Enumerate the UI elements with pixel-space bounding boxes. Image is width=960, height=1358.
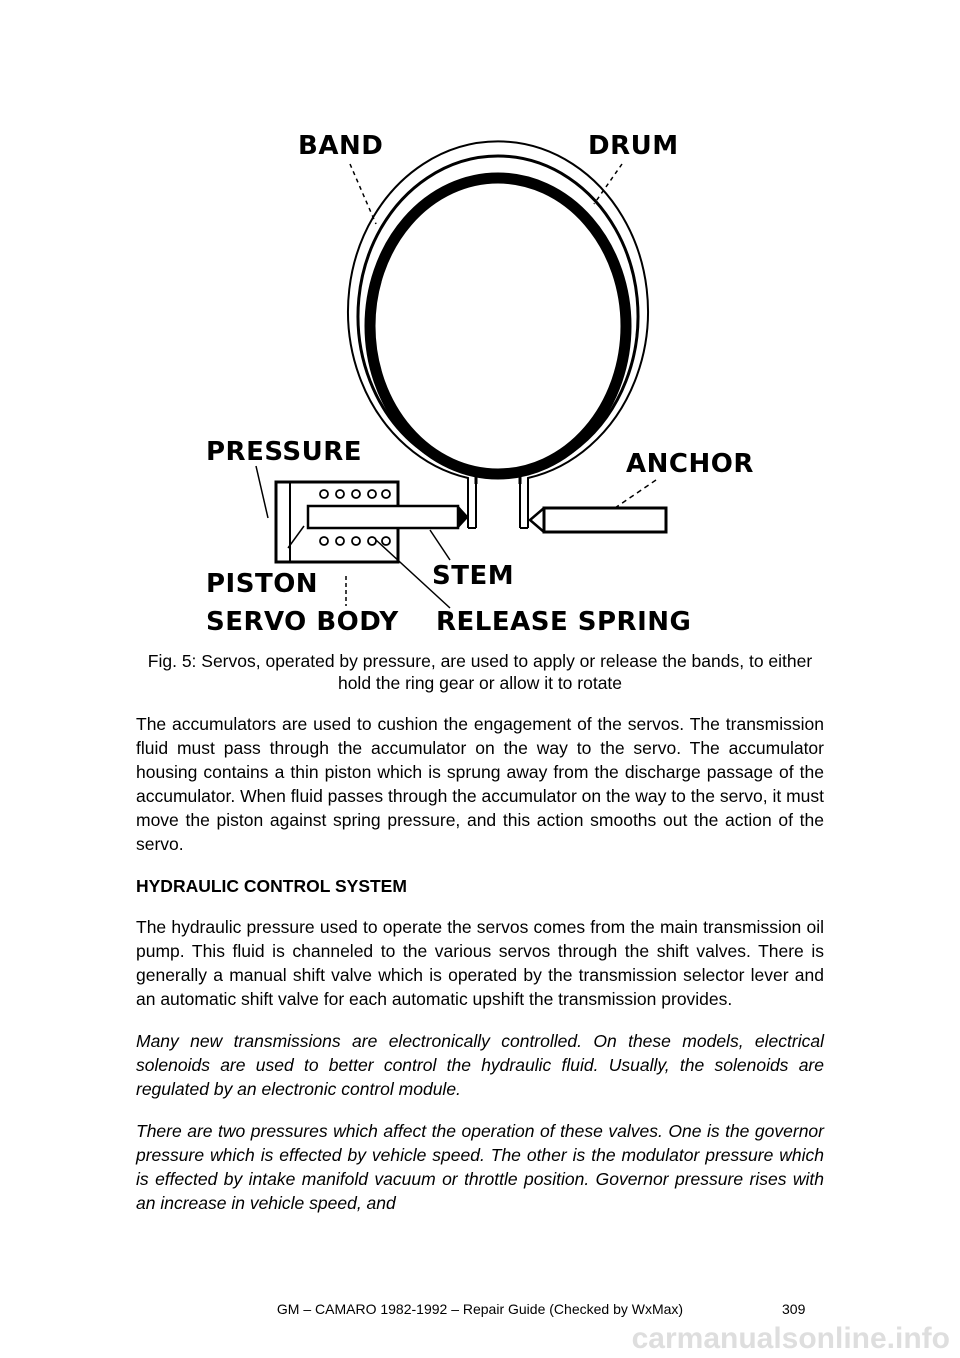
footer-title: GM – CAMARO 1982-1992 – Repair Guide (Ch…	[276, 1301, 684, 1317]
label-drum: DRUM	[588, 131, 679, 161]
paragraph-hydraulic-pressure: The hydraulic pressure used to operate t…	[136, 917, 824, 1009]
figure-caption: Fig. 5: Servos, operated by pressure, ar…	[147, 651, 813, 693]
page-number: 309	[782, 1301, 806, 1317]
section-heading: HYDRAULIC CONTROL SYSTEM	[136, 876, 407, 896]
label-release-spring: RELEASE SPRING	[436, 607, 691, 637]
paragraph-accumulators: The accumulators are used to cushion the…	[136, 714, 824, 854]
drum	[364, 172, 632, 480]
label-anchor: ANCHOR	[626, 449, 754, 479]
paragraph-pressures: There are two pressures which affect the…	[136, 1121, 824, 1213]
leader-lines	[255, 163, 657, 609]
label-stem: STEM	[432, 561, 514, 591]
anchor	[528, 506, 668, 534]
servo-diagram-figure: BAND DRUM PRESSURE ANCHOR PISTON STEM SE…	[180, 108, 770, 638]
paragraph-electronic-control: Many new transmissions are electronicall…	[136, 1031, 824, 1099]
band	[347, 140, 649, 529]
body-content: The accumulators are used to cushion the…	[136, 712, 824, 1233]
servo-diagram: BAND DRUM PRESSURE ANCHOR PISTON STEM SE…	[206, 131, 754, 637]
label-piston: PISTON	[206, 569, 318, 599]
label-pressure: PRESSURE	[206, 437, 362, 467]
label-band: BAND	[298, 131, 383, 161]
servo-body	[274, 480, 469, 564]
watermark: carmanualsonline.info	[631, 1322, 950, 1355]
label-servo-body: SERVO BODY	[206, 607, 399, 637]
